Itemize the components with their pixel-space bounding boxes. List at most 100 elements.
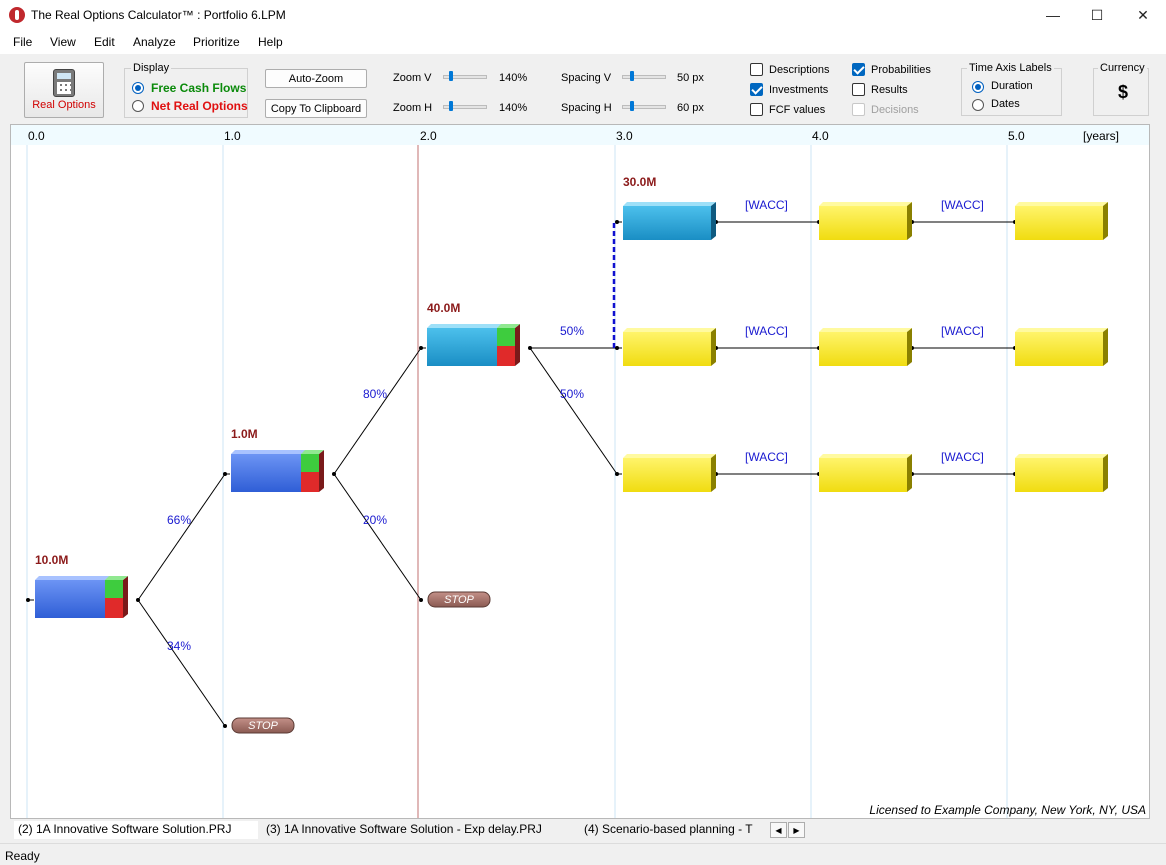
fcf-values-label[interactable]: FCF values bbox=[769, 104, 826, 116]
menu-file[interactable]: File bbox=[13, 35, 33, 49]
menu-help[interactable]: Help bbox=[258, 35, 283, 49]
real-options-button[interactable]: Real Options bbox=[24, 62, 104, 118]
axis-tick-label: 4.0 bbox=[812, 129, 829, 143]
investments-checkbox[interactable] bbox=[750, 83, 763, 96]
spacing-h-thumb[interactable] bbox=[630, 101, 634, 111]
zoom-v-label: Zoom V bbox=[393, 72, 432, 84]
menu-view[interactable]: View bbox=[50, 35, 76, 49]
node-value-label: 10.0M bbox=[35, 553, 68, 567]
probability-label: 50% bbox=[560, 324, 584, 338]
spacing-h-label: Spacing H bbox=[561, 102, 612, 114]
project-tab-4[interactable]: (4) Scenario-based planning - T bbox=[584, 822, 753, 836]
decisions-checkbox bbox=[852, 103, 865, 116]
wacc-label: [WACC] bbox=[745, 450, 788, 464]
currency-symbol[interactable]: $ bbox=[1118, 82, 1129, 102]
spacing-v-label: Spacing V bbox=[561, 72, 612, 84]
stop-node-1[interactable]: STOP bbox=[427, 591, 491, 608]
spacing-h-value: 60 px bbox=[677, 102, 704, 114]
net-real-options-label[interactable]: Net Real Options bbox=[151, 99, 248, 113]
duration-label[interactable]: Duration bbox=[991, 80, 1033, 92]
time-axis-title: Time Axis Labels bbox=[967, 62, 1054, 74]
spacing-v-value: 50 px bbox=[677, 72, 704, 84]
probability-label: 66% bbox=[167, 513, 191, 527]
results-label[interactable]: Results bbox=[871, 84, 908, 96]
investment-node-3[interactable] bbox=[623, 202, 716, 240]
descriptions-checkbox[interactable] bbox=[750, 63, 763, 76]
investments-label[interactable]: Investments bbox=[769, 84, 829, 96]
net-real-options-radio[interactable] bbox=[132, 100, 144, 112]
probabilities-label[interactable]: Probabilities bbox=[871, 64, 931, 76]
real-options-label: Real Options bbox=[32, 99, 96, 111]
menu-prioritize[interactable]: Prioritize bbox=[193, 35, 240, 49]
spacing-v-slider[interactable] bbox=[622, 71, 666, 81]
results-checkbox[interactable] bbox=[852, 83, 865, 96]
title-bar: The Real Options Calculator™ : Portfolio… bbox=[0, 0, 1166, 30]
zoom-v-value: 140% bbox=[499, 72, 528, 84]
probability-label: 34% bbox=[167, 639, 191, 653]
display-group-title: Display bbox=[131, 62, 172, 74]
menu-bar: File View Edit Analyze Prioritize Help bbox=[0, 30, 1166, 54]
node-value-label: 30.0M bbox=[623, 175, 656, 189]
zoom-v-thumb[interactable] bbox=[449, 71, 453, 81]
probability-label: 20% bbox=[363, 513, 387, 527]
fcf-values-checkbox[interactable] bbox=[750, 103, 763, 116]
file-name: Portfolio 6.LPM bbox=[203, 8, 286, 22]
stop-label: STOP bbox=[444, 594, 474, 606]
probability-label: 80% bbox=[363, 387, 387, 401]
axis-tick-label: 0.0 bbox=[28, 129, 45, 143]
currency-title: Currency bbox=[1098, 62, 1147, 74]
license-text: Licensed to Example Company, New York, N… bbox=[869, 803, 1146, 817]
project-tabs: (2) 1A Innovative Software Solution.PRJ … bbox=[0, 819, 1166, 841]
node-value-label: 40.0M bbox=[427, 301, 460, 315]
time-axis: 0.0 1.0 2.0 3.0 4.0 5.0 [years] bbox=[11, 125, 1149, 145]
axis-unit-label: [years] bbox=[1083, 129, 1120, 143]
tree-edges bbox=[28, 221, 1015, 727]
investment-node-1[interactable] bbox=[231, 450, 324, 492]
window-title: The Real Options Calculator™ : Portfolio… bbox=[31, 8, 286, 22]
wacc-label: [WACC] bbox=[941, 324, 984, 338]
spacing-v-thumb[interactable] bbox=[630, 71, 634, 81]
decision-tree-canvas[interactable]: 0.0 1.0 2.0 3.0 4.0 5.0 [years] bbox=[10, 124, 1150, 819]
spacing-h-slider[interactable] bbox=[622, 101, 666, 111]
zoom-h-slider[interactable] bbox=[443, 101, 487, 111]
cash-flow-nodes[interactable] bbox=[623, 202, 1108, 492]
axis-tick-label: 2.0 bbox=[420, 129, 437, 143]
app-name: The Real Options Calculator™ : bbox=[31, 8, 201, 22]
wacc-label: [WACC] bbox=[941, 198, 984, 212]
minimize-button[interactable]: — bbox=[1046, 7, 1060, 23]
project-tab-2[interactable]: (2) 1A Innovative Software Solution.PRJ bbox=[14, 821, 258, 839]
copy-to-clipboard-button[interactable]: Copy To Clipboard bbox=[265, 99, 367, 118]
status-bar: Ready bbox=[0, 843, 1166, 865]
project-tab-3[interactable]: (3) 1A Innovative Software Solution - Ex… bbox=[266, 822, 542, 836]
axis-tick-label: 1.0 bbox=[224, 129, 241, 143]
maximize-button[interactable]: ☐ bbox=[1090, 6, 1104, 23]
tab-scroll-left-icon[interactable]: ◀ bbox=[770, 822, 787, 838]
zoom-h-thumb[interactable] bbox=[449, 101, 453, 111]
wacc-label: [WACC] bbox=[745, 324, 788, 338]
close-button[interactable]: ✕ bbox=[1137, 6, 1149, 23]
decisions-label: Decisions bbox=[871, 104, 919, 116]
wacc-label: [WACC] bbox=[941, 450, 984, 464]
zoom-v-slider[interactable] bbox=[443, 71, 487, 81]
stop-node-0[interactable]: STOP bbox=[231, 717, 295, 734]
menu-analyze[interactable]: Analyze bbox=[133, 35, 176, 49]
dates-radio[interactable] bbox=[972, 99, 984, 111]
descriptions-label[interactable]: Descriptions bbox=[769, 64, 830, 76]
status-text: Ready bbox=[5, 849, 40, 863]
dates-label[interactable]: Dates bbox=[991, 98, 1020, 110]
app-logo-icon bbox=[9, 7, 25, 23]
probability-label: 50% bbox=[560, 387, 584, 401]
display-group bbox=[124, 68, 248, 118]
stop-label: STOP bbox=[248, 720, 278, 732]
tab-scroll-right-icon[interactable]: ▶ bbox=[788, 822, 805, 838]
investment-node-0[interactable] bbox=[35, 576, 128, 618]
duration-radio[interactable] bbox=[972, 81, 984, 93]
probabilities-checkbox[interactable] bbox=[852, 63, 865, 76]
auto-zoom-button[interactable]: Auto-Zoom bbox=[265, 69, 367, 88]
wacc-label: [WACC] bbox=[745, 198, 788, 212]
investment-node-2[interactable] bbox=[427, 324, 520, 366]
axis-tick-label: 5.0 bbox=[1008, 129, 1025, 143]
free-cash-flows-label[interactable]: Free Cash Flows bbox=[151, 81, 247, 95]
free-cash-flows-radio[interactable] bbox=[132, 82, 144, 94]
menu-edit[interactable]: Edit bbox=[94, 35, 115, 49]
